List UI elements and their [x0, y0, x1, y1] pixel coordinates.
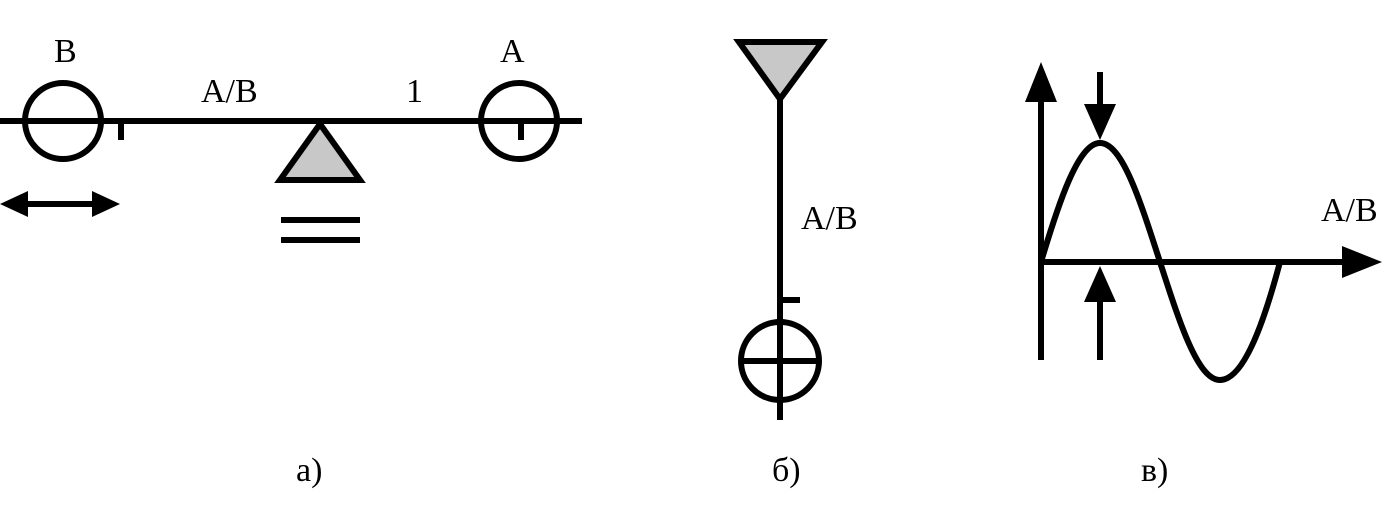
panel-b: A/B б) — [733, 39, 858, 489]
y-axis-arrow-icon — [1025, 62, 1057, 360]
panel-a: B A A/B 1 а) — [0, 33, 582, 489]
left-mass-circle-icon — [22, 80, 104, 162]
right-mass-label: A — [500, 33, 525, 70]
crossed-circle-icon — [738, 319, 822, 403]
down-arrow-icon — [1084, 72, 1116, 140]
panel-c: A/B в) — [1025, 62, 1382, 489]
fulcrum-triangle-icon — [274, 118, 366, 183]
x-axis-label: A/B — [1321, 192, 1378, 229]
x-axis-arrow-icon — [1041, 246, 1382, 278]
right-mass-circle-icon — [478, 80, 560, 162]
vertical-arm-label: A/B — [801, 200, 858, 237]
left-arm-label: A/B — [201, 73, 258, 110]
pivot-triangle-icon — [733, 39, 828, 105]
left-mass-label: B — [54, 33, 77, 70]
sine-curve — [1038, 139, 1283, 384]
caption-a: а) — [296, 452, 322, 489]
right-arm-label: 1 — [406, 73, 423, 110]
caption-c: в) — [1141, 452, 1168, 489]
double-arrow-icon — [0, 191, 120, 217]
caption-b: б) — [772, 452, 801, 489]
up-arrow-icon — [1084, 266, 1116, 360]
